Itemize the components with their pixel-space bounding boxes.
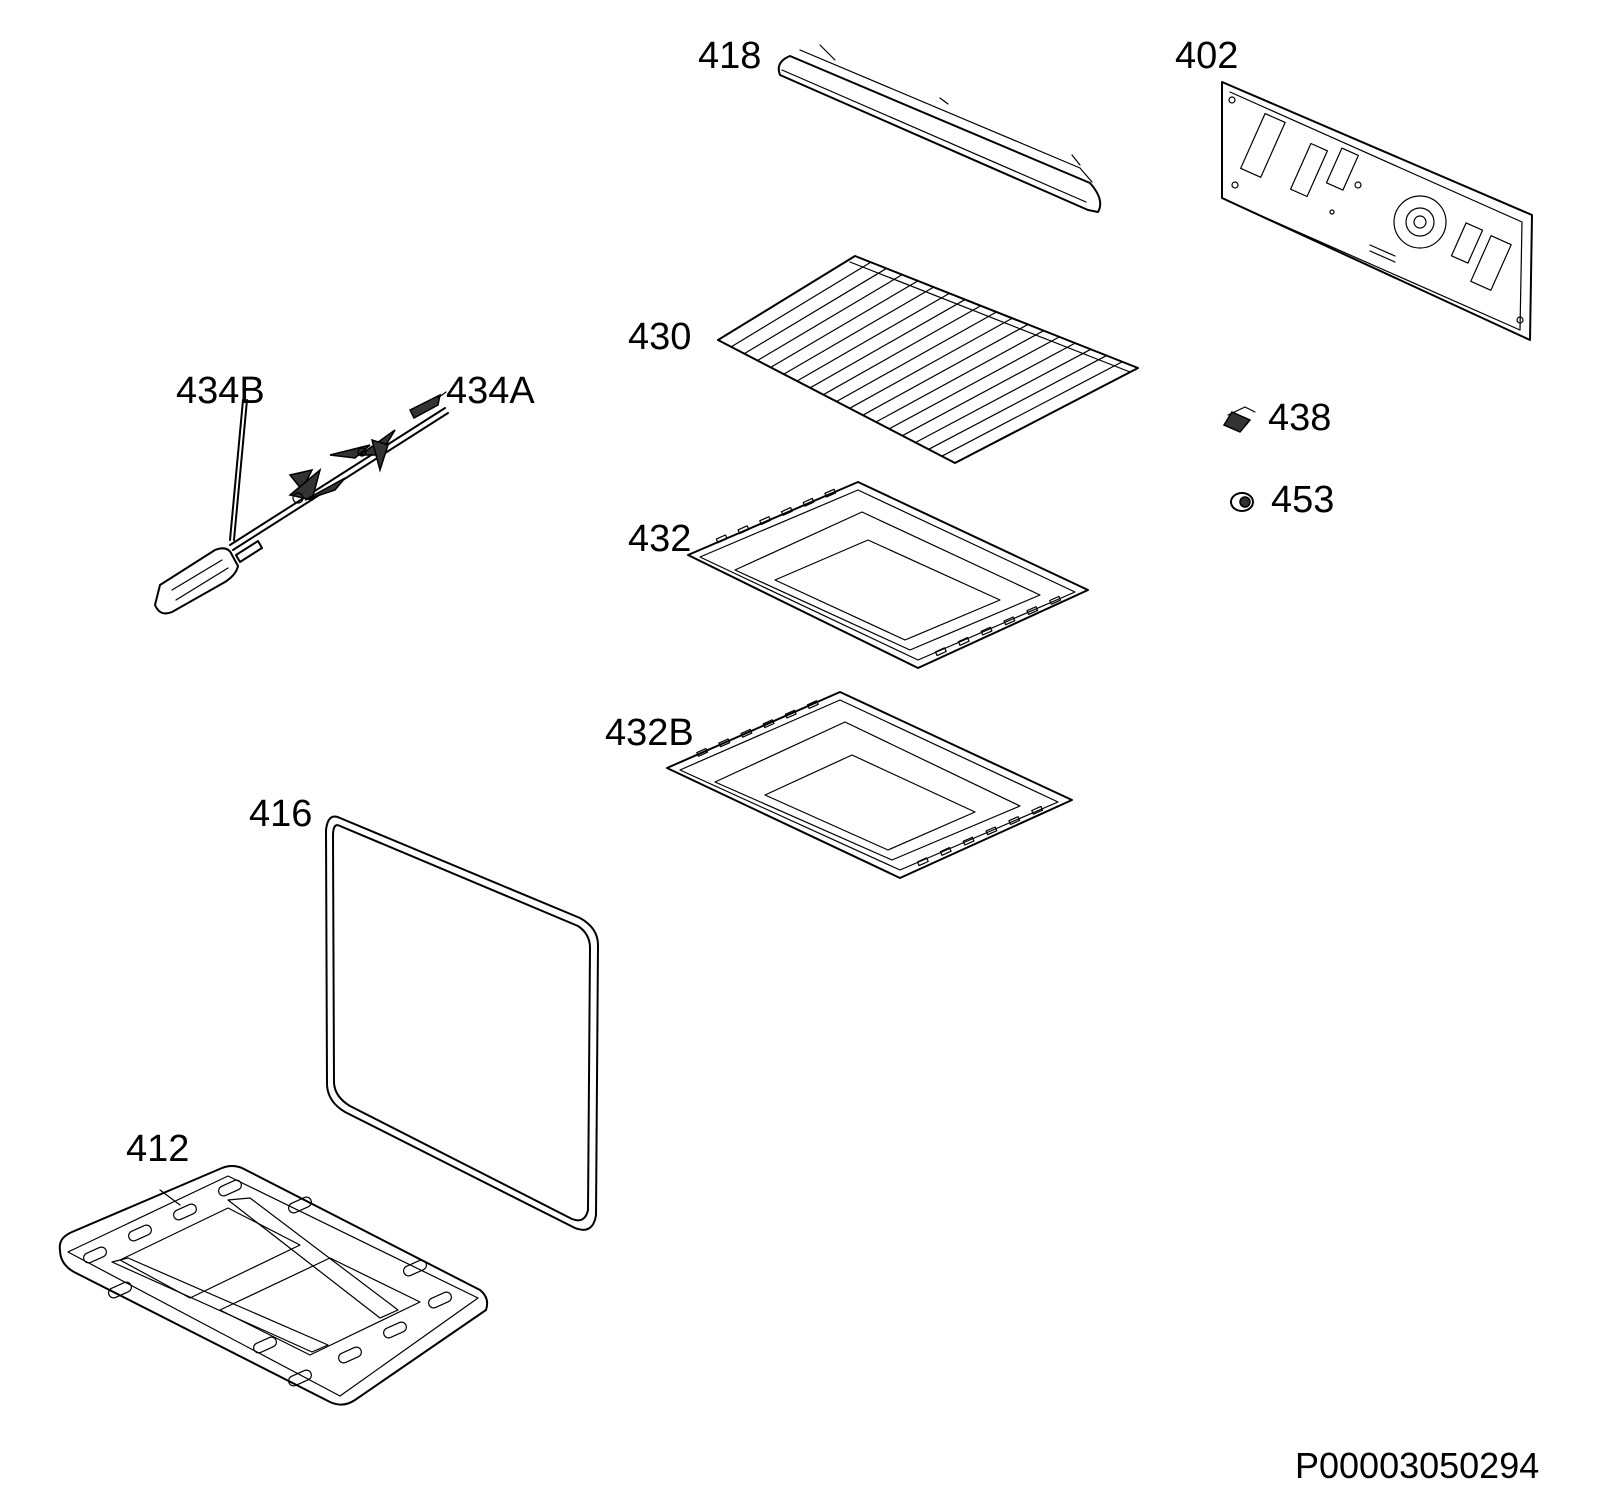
plate-slot [383, 1321, 407, 1339]
part-label-432B: 432B [605, 712, 694, 754]
document-id: P00003050294 [1295, 1445, 1540, 1486]
shelf-wire [730, 261, 872, 348]
plate-slot [108, 1281, 132, 1299]
rim-hole [1003, 616, 1016, 626]
part-label-418: 418 [698, 35, 762, 77]
rim-hole [934, 647, 947, 657]
rim-hole [962, 836, 975, 846]
rim-hole [780, 506, 793, 516]
shelf-wire [835, 311, 998, 403]
shelf-wire [875, 330, 1045, 423]
shelf-wire [809, 298, 966, 389]
part-434-drawing [154, 391, 449, 615]
shelf-wire [756, 274, 903, 362]
shelf-wire [888, 336, 1060, 430]
plate-slot [338, 1346, 362, 1364]
shelf-wire [914, 348, 1092, 444]
shelf-wire [849, 317, 1013, 409]
shelf-wire [796, 292, 950, 382]
shelf-wire [954, 367, 1139, 464]
rim-hole [1008, 816, 1021, 826]
shelf-wire [928, 354, 1108, 450]
part-label-412: 412 [126, 1128, 190, 1170]
plate-slot [128, 1224, 152, 1242]
part-412-drawing [58, 1165, 489, 1406]
plate-slot [253, 1336, 277, 1354]
part-label-453: 453 [1271, 479, 1335, 521]
part-402-drawing [1221, 81, 1533, 341]
part-438-drawing [1222, 406, 1256, 433]
rim-hole [957, 636, 970, 646]
shelf-wire [743, 267, 888, 355]
plate-slot [428, 1291, 452, 1309]
shelf-wire [862, 323, 1029, 416]
rim-hole [1031, 805, 1044, 815]
part-430-drawing [717, 255, 1139, 464]
rim-hole [980, 626, 993, 636]
plate-slot [83, 1246, 107, 1264]
part-label-434A: 434A [446, 370, 535, 412]
rim-hole [939, 846, 952, 856]
part-label-416: 416 [249, 793, 313, 835]
rim-hole [715, 534, 728, 544]
rim-hole [802, 497, 815, 507]
rim-hole [740, 728, 753, 738]
shelf-wire [901, 342, 1076, 437]
part-432-drawing [687, 481, 1089, 669]
part-label-438: 438 [1268, 397, 1332, 439]
shelf-wire [822, 305, 982, 396]
rim-hole [916, 857, 929, 867]
plate-slot [288, 1369, 312, 1387]
rim-hole [696, 747, 709, 757]
part-label-434B: 434B [176, 370, 265, 412]
part-416-drawing [325, 815, 599, 1231]
rim-hole [784, 709, 797, 719]
shelf-wire [783, 286, 935, 375]
plate-slot [403, 1259, 427, 1277]
rim-hole [1026, 606, 1039, 616]
rim-hole [1049, 595, 1062, 605]
part-418-drawing [777, 44, 1102, 213]
part-453-drawing [1230, 492, 1254, 512]
shelf-wire [770, 280, 919, 368]
rim-hole [737, 525, 750, 535]
part-label-402: 402 [1175, 35, 1239, 77]
rim-hole [985, 826, 998, 836]
plate-slot [218, 1179, 242, 1197]
rim-hole [718, 738, 731, 748]
rim-hole [762, 719, 775, 729]
part-label-430: 430 [628, 316, 692, 358]
part-432B-drawing [666, 691, 1073, 879]
rim-hole [824, 488, 837, 498]
rim-hole [806, 700, 819, 710]
rim-hole [759, 516, 772, 526]
shelf-wire [717, 255, 856, 341]
part-label-432: 432 [628, 518, 692, 560]
plate-slot [288, 1196, 312, 1214]
plate-slot [173, 1203, 197, 1221]
shelf-wire [941, 361, 1123, 457]
